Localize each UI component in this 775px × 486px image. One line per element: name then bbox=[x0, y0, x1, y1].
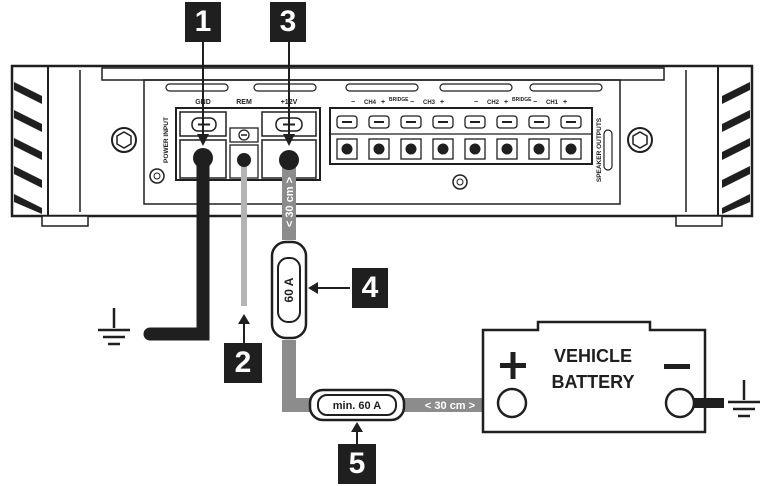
ground-symbol-right bbox=[728, 380, 760, 418]
label-ch4-plus: + bbox=[381, 99, 385, 106]
vehicle-battery bbox=[481, 320, 707, 434]
battery-label-line2: BATTERY bbox=[552, 372, 635, 392]
callout-4: 4 bbox=[352, 268, 388, 308]
label-ch2-minus: − bbox=[474, 99, 478, 106]
ground-symbol-left bbox=[98, 308, 130, 346]
amp-foot-left bbox=[41, 215, 89, 227]
label-speaker-outputs: SPEAKER OUTPUTS bbox=[596, 117, 603, 182]
label-ch3-minus: − bbox=[410, 99, 414, 106]
label-ch2-plus: + bbox=[504, 99, 508, 106]
label-ch1-plus: + bbox=[563, 99, 567, 106]
pos-cable-end bbox=[279, 150, 299, 170]
battery-negative-terminal bbox=[664, 387, 696, 419]
heatsink-left bbox=[14, 82, 42, 214]
label-ch1-minus: − bbox=[533, 99, 537, 106]
battery-positive-terminal bbox=[496, 387, 528, 419]
battery-minus-symbol bbox=[664, 364, 690, 369]
label-ch4: CH4 bbox=[364, 100, 377, 106]
power-cable bbox=[282, 160, 310, 412]
label-ch1: CH1 bbox=[546, 100, 559, 106]
label-ch2: CH2 bbox=[487, 100, 500, 106]
distance-label-horizontal: < 30 cm > bbox=[425, 400, 475, 412]
amp-panel bbox=[143, 79, 621, 205]
fuse-element-near-amp bbox=[277, 257, 301, 323]
distance-label-vertical: < 30 cm > bbox=[284, 177, 296, 227]
callout-1: 1 bbox=[185, 2, 221, 42]
callout-2: 2 bbox=[224, 343, 262, 383]
amplifier bbox=[10, 64, 754, 227]
rem-wire-end bbox=[237, 153, 251, 167]
fuse-label-near: 60 A bbox=[282, 277, 296, 302]
bolt-left bbox=[111, 127, 137, 153]
label-rem: REM bbox=[236, 99, 252, 106]
heatsink-right bbox=[722, 82, 750, 214]
label-ch3: CH3 bbox=[423, 100, 436, 106]
bolt-right bbox=[627, 127, 653, 153]
ground-cable bbox=[143, 151, 210, 341]
label-ch4-minus: − bbox=[351, 99, 355, 106]
fuse-label-main: min. 60 A bbox=[333, 400, 382, 412]
label-bridge-34: BRIDGE bbox=[389, 97, 409, 103]
label-power-input: POWER INPUT bbox=[163, 117, 170, 163]
gnd-cable-end bbox=[193, 148, 213, 168]
callout-3: 3 bbox=[270, 2, 306, 42]
amp-foot-right bbox=[675, 215, 723, 227]
battery-label-line1: VEHICLE bbox=[554, 346, 632, 366]
speaker-terminals bbox=[336, 115, 582, 160]
label-ch3-plus: + bbox=[440, 99, 444, 106]
fuse-element-main bbox=[317, 394, 397, 416]
callout-5: 5 bbox=[338, 444, 376, 484]
label-bridge-12: BRIDGE bbox=[512, 97, 532, 103]
power-terminal-block bbox=[175, 107, 321, 181]
